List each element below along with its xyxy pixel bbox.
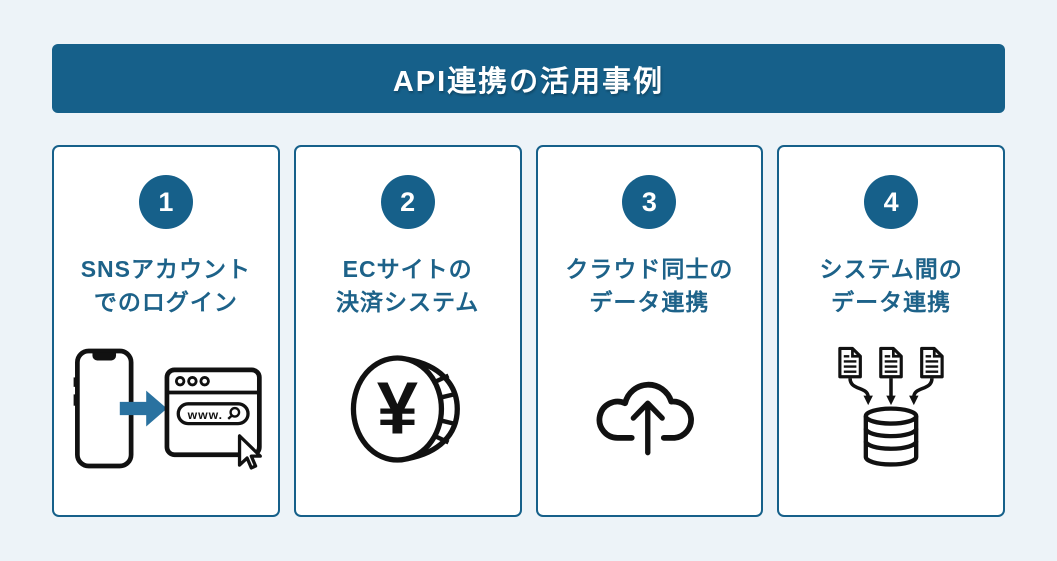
- card-title-line2: でのログイン: [93, 288, 238, 315]
- card-number-badge: 2: [380, 175, 435, 229]
- yen-coin-icon: ¥: [350, 354, 460, 463]
- browser-window-icon: www.: [164, 367, 262, 457]
- infographic-banner: API連携の活用事例: [52, 44, 1005, 113]
- card-title-line1: SNSアカウント: [80, 256, 252, 282]
- card-title-line1: システム間の: [819, 256, 963, 282]
- document-icon: [879, 346, 903, 378]
- up-arrow-icon: [631, 400, 666, 455]
- use-case-card-4: 4 システム間の データ連携: [777, 145, 1005, 517]
- card-icon-area: ¥: [302, 318, 514, 499]
- magnifier-icon: [227, 406, 241, 420]
- connector-arrows: [848, 377, 934, 398]
- card-title-line1: ECサイトの: [342, 256, 473, 282]
- documents-to-database-icon: [838, 346, 944, 467]
- card-title-line2: 決済システム: [335, 288, 480, 315]
- card-title-line1: クラウド同士の: [565, 256, 734, 282]
- card-title: SNSアカウント でのログイン: [81, 253, 251, 318]
- page-title: API連携の活用事例: [392, 65, 665, 98]
- card-number-badge: 1: [138, 175, 193, 229]
- use-case-card-1: 1 SNSアカウント でのログイン: [52, 145, 280, 517]
- cursor-icon: [237, 433, 262, 470]
- document-icon: [838, 346, 863, 378]
- card-number-badge: 3: [622, 175, 677, 229]
- yen-symbol: ¥: [377, 366, 418, 449]
- use-case-cards-row: 1 SNSアカウント でのログイン: [52, 145, 1005, 517]
- card-title-line2: データ連携: [589, 288, 710, 315]
- search-bar: [176, 401, 250, 425]
- card-title: ECサイトの 決済システム: [336, 253, 479, 318]
- card-number-badge: 4: [864, 175, 919, 229]
- card-icon-area: [544, 318, 756, 499]
- use-case-card-3: 3 クラウド同士の データ連携: [535, 145, 764, 517]
- phone-to-browser-login-icon: www.: [73, 348, 262, 470]
- arrow-right-icon: [119, 390, 167, 427]
- card-title: システム間の データ連携: [819, 253, 962, 318]
- card-title: クラウド同士の データ連携: [565, 253, 733, 318]
- cloud-upload-icon: [596, 381, 695, 455]
- database-icon: [863, 406, 919, 467]
- document-icon: [920, 346, 944, 378]
- use-case-card-2: 2 ECサイトの 決済システム ¥: [293, 145, 522, 517]
- card-title-line2: データ連携: [831, 288, 952, 315]
- browser-url-text: www.: [187, 408, 223, 422]
- card-icon-area: [785, 318, 997, 499]
- card-icon-area: www.: [60, 318, 272, 499]
